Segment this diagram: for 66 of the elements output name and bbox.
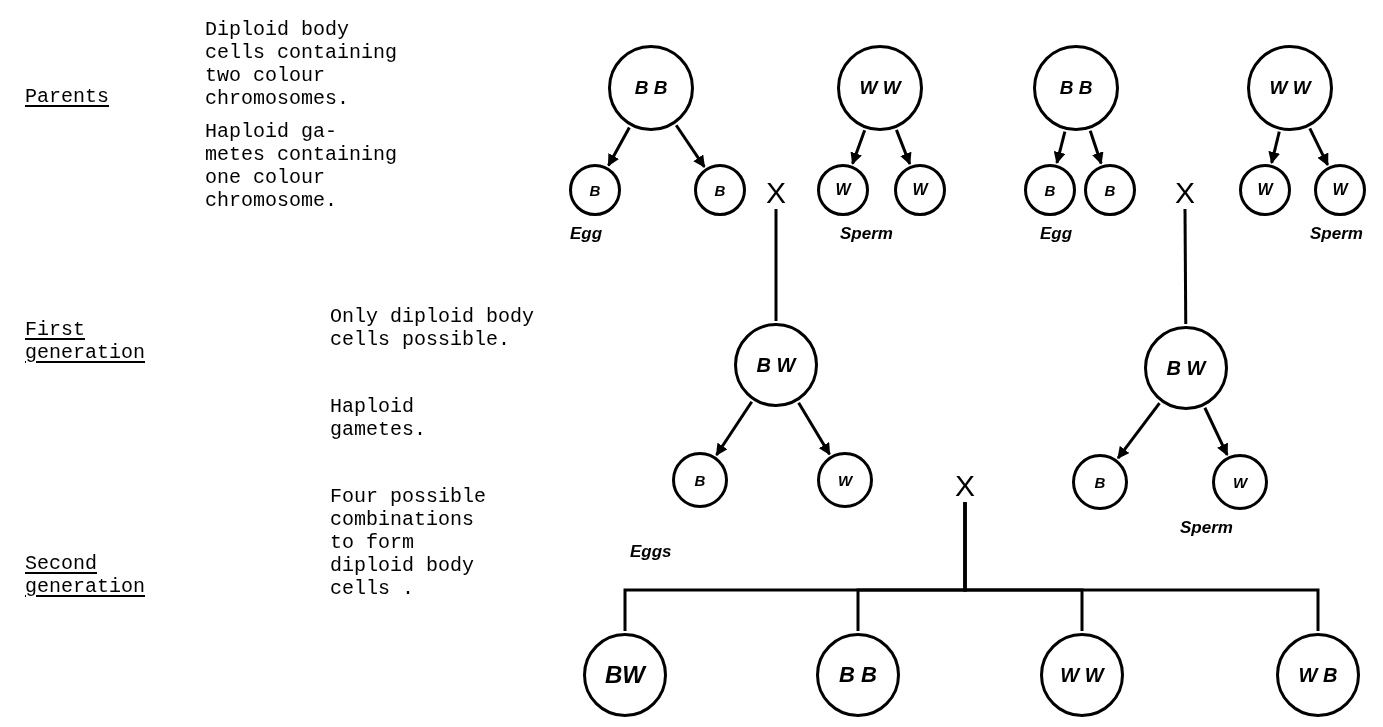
genotype-label: W W	[859, 77, 901, 99]
row-heading: Second generation	[25, 552, 146, 598]
description-text: Diploid body cells containing two colour chromosomes.	[205, 18, 399, 110]
genotype-label: W	[912, 181, 928, 199]
cell-type-label: Eggs	[630, 541, 672, 563]
genotype-label: W	[1332, 181, 1348, 199]
description-text: Haploid gametes.	[330, 395, 427, 441]
cell-type-label: Egg	[570, 223, 603, 245]
genotype-label: W	[1232, 473, 1248, 491]
arrow	[1308, 127, 1330, 166]
cell-type-label: Egg	[1040, 223, 1073, 245]
genotype-label: B	[589, 181, 601, 199]
connector-line	[1183, 209, 1188, 324]
arrow	[715, 400, 753, 456]
genotype-label: W B	[1298, 663, 1338, 687]
description-text: Four possible combinations to form diploid body cells .	[330, 485, 488, 600]
description-text: Haploid ga- metes containing one colour chromosome.	[205, 120, 399, 212]
cell-type-label: Sperm	[840, 223, 893, 245]
arrow	[850, 129, 867, 165]
genotype-label: B	[694, 471, 706, 489]
arrow	[895, 129, 912, 166]
genotype-label: BW	[605, 661, 645, 689]
genotype-label: B B	[839, 662, 877, 688]
cross-symbol: X	[955, 469, 975, 503]
genotype-label: W	[835, 181, 851, 199]
genotype-label: B	[1094, 473, 1106, 491]
genotype-label: W W	[1269, 77, 1311, 99]
cell-circle	[672, 452, 728, 508]
arrow	[1088, 130, 1104, 165]
cell-type-label: Sperm	[1180, 517, 1233, 539]
cell-circle	[1084, 164, 1136, 216]
cell-circle	[1239, 164, 1291, 216]
cell-circle	[1212, 454, 1268, 510]
arrow	[1116, 402, 1161, 459]
cell-circle	[1072, 454, 1128, 510]
row-heading: Parents	[25, 85, 109, 108]
arrow	[607, 126, 631, 167]
arrow	[1053, 131, 1067, 165]
arrow	[1268, 131, 1281, 164]
genotype-label: B B	[1059, 77, 1093, 99]
description-text: Only diploid body cells possible.	[330, 305, 536, 351]
row-heading: First generation	[25, 318, 146, 364]
connector-line	[963, 502, 1320, 631]
genotype-label: W	[1257, 181, 1273, 199]
cell-type-label: Sperm	[1310, 223, 1363, 245]
cell-circle	[817, 164, 869, 216]
cross-symbol: X	[1175, 176, 1195, 210]
genotype-label: B	[1104, 181, 1116, 199]
cell-circle	[1314, 164, 1366, 216]
arrow	[674, 124, 706, 168]
genotype-label: B B	[634, 77, 668, 99]
connector-line	[774, 209, 778, 321]
genotype-label: W	[837, 471, 853, 489]
genotype-label: B	[1044, 181, 1056, 199]
arrow	[1203, 407, 1229, 456]
cell-circle	[817, 452, 873, 508]
genotype-label: W W	[1060, 663, 1104, 687]
cross-symbol: X	[766, 176, 786, 210]
cell-circle	[894, 164, 946, 216]
cell-circle	[1024, 164, 1076, 216]
arrow	[797, 401, 831, 456]
genotype-label: B W	[756, 353, 796, 377]
genotype-label: B	[714, 181, 726, 199]
cell-circle	[694, 164, 746, 216]
genotype-label: B W	[1166, 356, 1206, 380]
cell-circle	[569, 164, 621, 216]
